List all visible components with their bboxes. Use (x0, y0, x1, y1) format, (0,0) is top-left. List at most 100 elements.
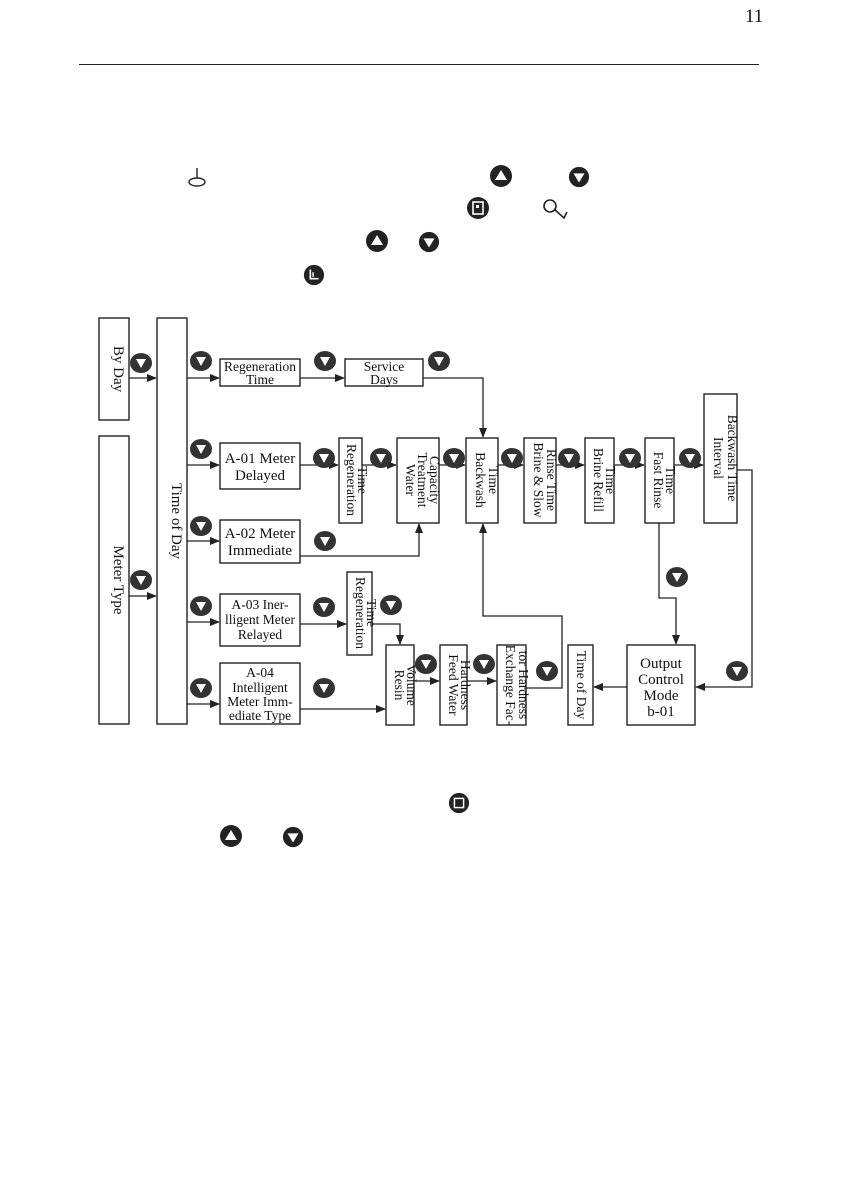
down-button-icon (370, 448, 392, 468)
fast-rinse-time-box: Fast Rinse Time (644, 437, 678, 524)
svg-text:Days: Days (370, 372, 398, 387)
a01-meter-delayed-box: A-01 Meter Delayed (219, 442, 301, 490)
svg-text:lligent Meter: lligent Meter (225, 612, 296, 627)
down-button-icon (428, 351, 450, 371)
svg-text:Fast Rinse: Fast Rinse (651, 452, 666, 509)
svg-text:Backwash: Backwash (473, 452, 488, 508)
down-button-icon (314, 531, 336, 551)
by-day-label: By Day (110, 346, 126, 393)
svg-text:A-03 Iner-: A-03 Iner- (231, 597, 289, 612)
svg-text:A-01 Meter: A-01 Meter (225, 451, 295, 467)
down-button-icon (313, 597, 335, 617)
down-button-icon (313, 678, 335, 698)
brine-slow-rinse-time-box: Brine & Slow Rinse Time (523, 437, 559, 524)
svg-text:Meter Imm-: Meter Imm- (227, 694, 293, 709)
down-button-icon (726, 661, 748, 681)
down-button-icon (190, 439, 212, 459)
resin-volume-box: Resin Volume (385, 644, 419, 726)
time-of-day-box-2: Time of Day (567, 644, 594, 726)
svg-text:Rinse Time: Rinse Time (544, 449, 559, 511)
svg-text:Time: Time (364, 599, 379, 627)
svg-text:Regeneration: Regeneration (353, 577, 368, 649)
down-button-icon (282, 826, 304, 848)
a03-intelligent-meter-relayed-box: A-03 Iner- lligent Meter Relayed (219, 593, 301, 647)
up-button-icon (490, 165, 512, 187)
down-button-icon (190, 516, 212, 536)
down-button-icon (501, 448, 523, 468)
up-button-icon (366, 230, 388, 252)
feed-water-hardness-box: Feed Water Hardness (439, 644, 473, 726)
svg-text:Time: Time (603, 466, 618, 494)
time-of-day-box: Time of Day (156, 317, 188, 725)
svg-text:A-04: A-04 (246, 665, 274, 680)
regeneration-time-vertical-box-1: Regeneration Time (338, 437, 370, 524)
down-button-icon (473, 654, 495, 674)
svg-text:Regeneration: Regeneration (224, 359, 296, 374)
down-button-icon (666, 567, 688, 587)
a02-meter-immediate-box: A-02 Meter Immediate (219, 519, 301, 564)
down-button-icon (558, 448, 580, 468)
down-button-icon (568, 166, 590, 188)
svg-text:Time: Time (246, 372, 274, 387)
water-treatment-capacity-box: Water Treatment Capacity (396, 437, 442, 524)
brine-refill-time-box: Brine Refill Time (584, 437, 618, 524)
svg-text:Feed Water: Feed Water (446, 654, 461, 716)
svg-text:Service: Service (364, 359, 404, 374)
svg-text:Output: Output (640, 656, 683, 672)
svg-text:Mode: Mode (644, 688, 679, 704)
a04-intelligent-meter-immediate-box: A-04 Intelligent Meter Imm- ediate Type (219, 662, 301, 725)
svg-text:Time: Time (355, 466, 370, 494)
by-day-box: By Day (98, 317, 130, 421)
header-rule (79, 64, 759, 65)
svg-text:Brine & Slow: Brine & Slow (531, 442, 546, 517)
svg-text:Delayed: Delayed (235, 468, 285, 484)
up-button-icon (220, 825, 242, 847)
svg-text:Interval: Interval (711, 437, 726, 479)
menu-button-icon (467, 197, 489, 219)
down-button-icon (190, 596, 212, 616)
down-button-icon (190, 351, 212, 371)
time-of-day-label: Time of Day (168, 483, 184, 560)
return-button-icon (448, 792, 470, 814)
down-button-icon (380, 595, 402, 615)
down-button-icon (130, 353, 152, 373)
down-button-icon (190, 678, 212, 698)
svg-text:Resin: Resin (392, 670, 407, 701)
svg-text:Exchange Fac-: Exchange Fac- (503, 645, 518, 726)
svg-text:Immediate: Immediate (228, 543, 292, 559)
down-button-icon (313, 448, 335, 468)
output-control-mode-box: Output Control Mode b-01 (626, 644, 696, 726)
down-button-icon (415, 654, 437, 674)
down-button-icon (619, 448, 641, 468)
svg-text:Time: Time (486, 466, 501, 494)
svg-text:Control: Control (638, 672, 684, 688)
svg-text:Relayed: Relayed (238, 627, 282, 642)
svg-text:Capacity: Capacity (427, 456, 442, 504)
meter-type-label: Meter Type (110, 545, 126, 614)
svg-text:Regeneration: Regeneration (344, 444, 359, 516)
down-button-icon (536, 661, 558, 681)
svg-text:Backwash Time: Backwash Time (725, 415, 740, 502)
unlock-key-icon (543, 199, 568, 220)
page-number: 11 (745, 6, 764, 27)
service-days-box: Service Days (344, 358, 424, 387)
svg-text:Time of Day: Time of Day (574, 651, 589, 720)
down-button-icon (418, 231, 440, 253)
svg-text:Brine Refill: Brine Refill (591, 448, 606, 512)
svg-text:Water: Water (403, 464, 418, 496)
down-button-icon (443, 448, 465, 468)
backwash-time-box: Backwash Time (465, 437, 501, 524)
interval-backwash-time-box: Interval Backwash Time (703, 393, 740, 524)
down-button-icon (314, 351, 336, 371)
exchange-factor-hardness-box: Exchange Fac- tor Hardness (496, 644, 531, 726)
svg-text:Hardness: Hardness (458, 660, 473, 710)
svg-text:b-01: b-01 (647, 704, 675, 720)
regeneration-time-day-box: Regeneration Time (219, 358, 301, 387)
flow-arrows (129, 374, 753, 713)
svg-text:ediate Type: ediate Type (229, 708, 291, 723)
svg-text:Treatment: Treatment (415, 453, 430, 508)
svg-text:tor Hardness: tor Hardness (516, 651, 531, 720)
down-button-icon (679, 448, 701, 468)
clock-settings-icon (188, 168, 206, 187)
